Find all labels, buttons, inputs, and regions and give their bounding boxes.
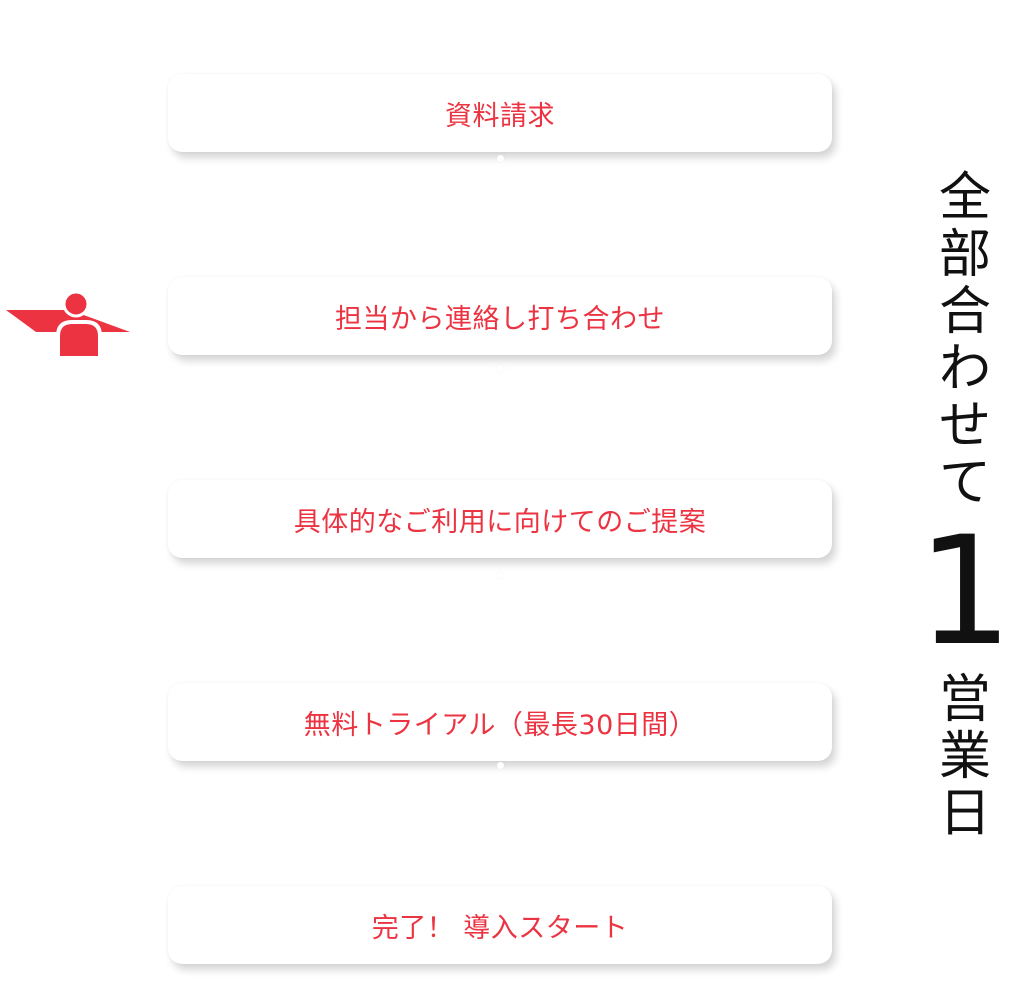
- step-card-request-materials: 資料請求: [168, 74, 832, 152]
- step-card-proposal: 具体的なご利用に向けてのご提案: [168, 480, 832, 558]
- person-at-desk-icon: [6, 290, 130, 360]
- caption-char: 業: [938, 727, 991, 787]
- total-time-caption: 全 部 合 わ せ て 1 営 業 日: [917, 168, 1012, 844]
- caption-char: て: [938, 453, 991, 513]
- connector-dot: [497, 572, 504, 579]
- caption-char: 営: [938, 670, 991, 730]
- step-card-meeting: 担当から連絡し打ち合わせ: [168, 277, 832, 355]
- caption-char: わ: [938, 339, 991, 399]
- step-label: 資料請求: [445, 100, 555, 132]
- step-label: 具体的なご利用に向けてのご提案: [293, 506, 707, 538]
- caption-char: せ: [938, 396, 991, 456]
- caption-char: 全: [938, 168, 991, 228]
- step-label: 担当から連絡し打ち合わせ: [335, 303, 665, 335]
- connector-dot: [497, 155, 504, 162]
- caption-char: 部: [938, 225, 991, 285]
- caption-char: 日: [938, 784, 991, 844]
- caption-number: 1: [917, 505, 1013, 679]
- caption-char: 合: [938, 282, 991, 342]
- step-card-start: 完了！ 導入スタート: [168, 886, 832, 964]
- step-label: 完了！ 導入スタート: [371, 912, 629, 944]
- connector-dot: [497, 762, 504, 769]
- step-label: 無料トライアル（最長30日間）: [303, 709, 697, 741]
- step-card-free-trial: 無料トライアル（最長30日間）: [168, 683, 832, 761]
- connector-dot: [497, 365, 504, 372]
